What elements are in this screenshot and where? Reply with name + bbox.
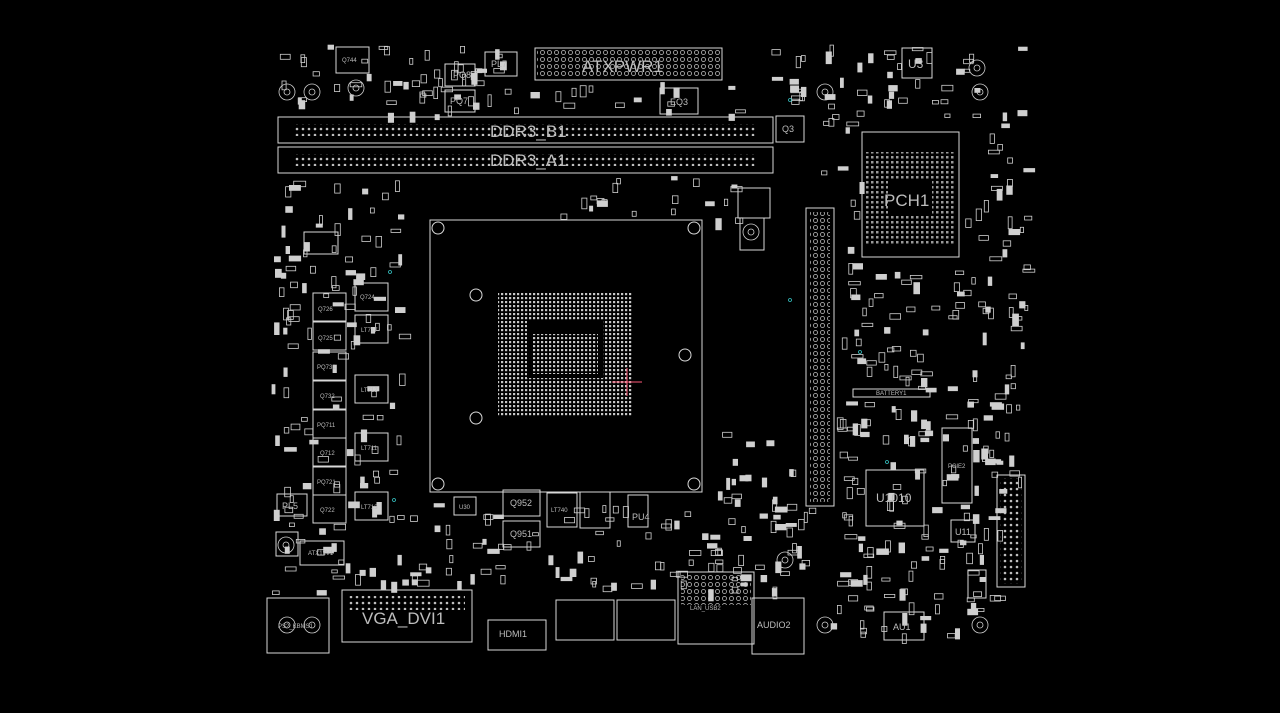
label-q725: Q725 (318, 336, 333, 342)
audio-connector (751, 597, 805, 655)
label-lt740: LT740 (551, 508, 568, 514)
label-lan-usb: LAN_USB2 (690, 606, 721, 612)
label-ps2: PS2_KBMS1 (278, 624, 314, 630)
atx-power-connector (534, 47, 723, 81)
label-pq8: PQ8 (453, 70, 471, 80)
label-atxpwr1: ATXPWR1 (582, 57, 663, 76)
label-eq3: EQ3 (670, 97, 688, 107)
label-pq721: PQ721 (317, 480, 336, 486)
label-battery1: BATTERY1 (876, 391, 907, 397)
label-q952: Q952 (510, 498, 532, 508)
label-pq731: PQ731 (317, 365, 336, 371)
label-q732: Q732 (320, 394, 335, 400)
label-q3: Q3 (782, 124, 794, 134)
label-pch1: PCH1 (884, 191, 929, 210)
label-lt717: LT717 (361, 328, 378, 334)
label-pq7: PQ7 (450, 96, 468, 106)
ps2-connector (266, 597, 330, 654)
label-q744: Q744 (342, 58, 357, 64)
lan-usb-connector (677, 571, 755, 645)
label-atx12v1: ATX12V1 (308, 551, 334, 557)
label-q722: Q722 (320, 508, 335, 514)
label-lt712: LT712 (361, 388, 378, 394)
label-q724: Q724 (360, 295, 375, 301)
label-u11: U11 (955, 527, 971, 537)
label-pl5: PL5 (282, 501, 298, 511)
label-lt713: LT713 (361, 505, 378, 511)
label-pcie2: PCIE2 (948, 464, 966, 470)
label-pq711: PQ711 (317, 423, 336, 429)
label-u3: U3 (908, 57, 924, 71)
vga-dvi-connector (341, 589, 473, 643)
label-audio2: AUDIO2 (757, 620, 791, 630)
smd-components (271, 44, 1036, 644)
label-pl7: PL7 (491, 59, 507, 69)
label-vga-dvi1: VGA_DVI1 (362, 609, 445, 628)
label-q712: Q712 (320, 451, 335, 457)
label-pu4: PU4 (632, 512, 650, 522)
ddr3-a1-slot (277, 146, 774, 174)
u1010-chip (865, 469, 925, 527)
cpu-socket (429, 219, 703, 493)
hdmi-connector (487, 619, 547, 651)
label-u30: U30 (459, 505, 471, 511)
label-q726: Q726 (318, 307, 333, 313)
ddr3-b1-slot (277, 116, 774, 144)
label-lt711: LT711 (361, 446, 378, 452)
label-hdmi1: HDMI1 (499, 629, 527, 639)
pch-chip (861, 131, 960, 258)
label-u1010: U1010 (876, 491, 912, 505)
label-au1: AU1 (893, 622, 911, 632)
pcie-slot (805, 207, 835, 507)
label-q951: Q951 (510, 529, 532, 539)
label-ddr3-a1: DDR3_A1 (490, 151, 567, 170)
label-ddr3-b1: DDR3_B1 (490, 122, 567, 141)
